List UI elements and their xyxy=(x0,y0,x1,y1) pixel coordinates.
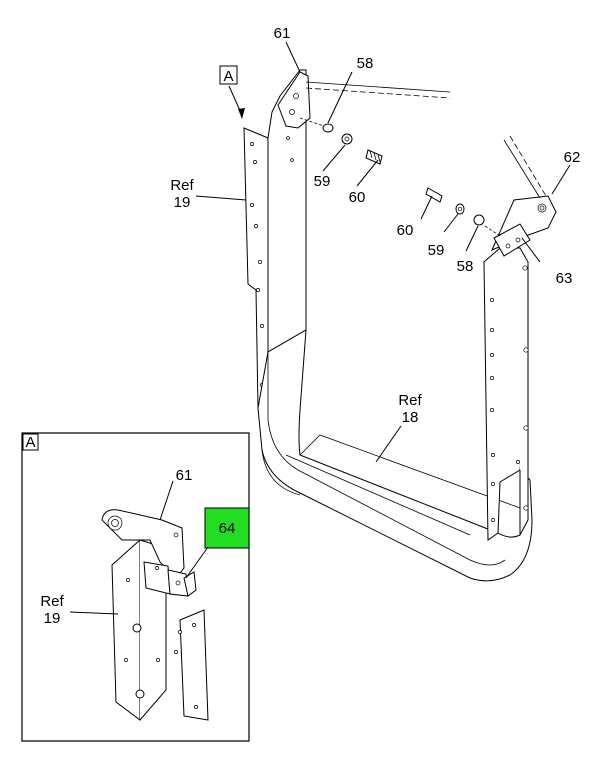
callout-60: 60 xyxy=(349,189,366,206)
callout-60-right: 60 xyxy=(397,222,414,239)
ref-19-number: 19 xyxy=(174,194,191,211)
cables xyxy=(299,81,547,237)
inset-callout-64: 64 xyxy=(219,520,236,537)
inset-ref-label: Ref xyxy=(40,593,64,610)
view-a-marker: A xyxy=(219,65,245,119)
callout-63: 63 xyxy=(556,270,573,287)
hardware-right xyxy=(425,187,485,226)
leader-lines xyxy=(195,41,571,463)
inset-callout-61: 61 xyxy=(176,467,193,484)
inset-ref-19: 19 xyxy=(44,610,61,627)
inset-view-a: A 64 61 Ref 19 xyxy=(21,432,250,742)
callout-64-highlight xyxy=(204,507,250,549)
ref-18-label: Ref xyxy=(398,392,422,409)
hardware-top xyxy=(322,123,383,165)
callout-62: 62 xyxy=(564,149,581,166)
callout-58-right: 58 xyxy=(457,258,474,275)
ref-18-number: 18 xyxy=(402,409,419,426)
main-bracket xyxy=(243,69,557,582)
callout-61: 61 xyxy=(274,25,291,42)
ref-label: Ref xyxy=(170,177,194,194)
inset-label: A xyxy=(25,434,35,451)
callout-58: 58 xyxy=(357,55,374,72)
callout-59: 59 xyxy=(314,173,331,190)
view-a-label: A xyxy=(223,68,233,85)
callout-59-right: 59 xyxy=(428,242,445,259)
